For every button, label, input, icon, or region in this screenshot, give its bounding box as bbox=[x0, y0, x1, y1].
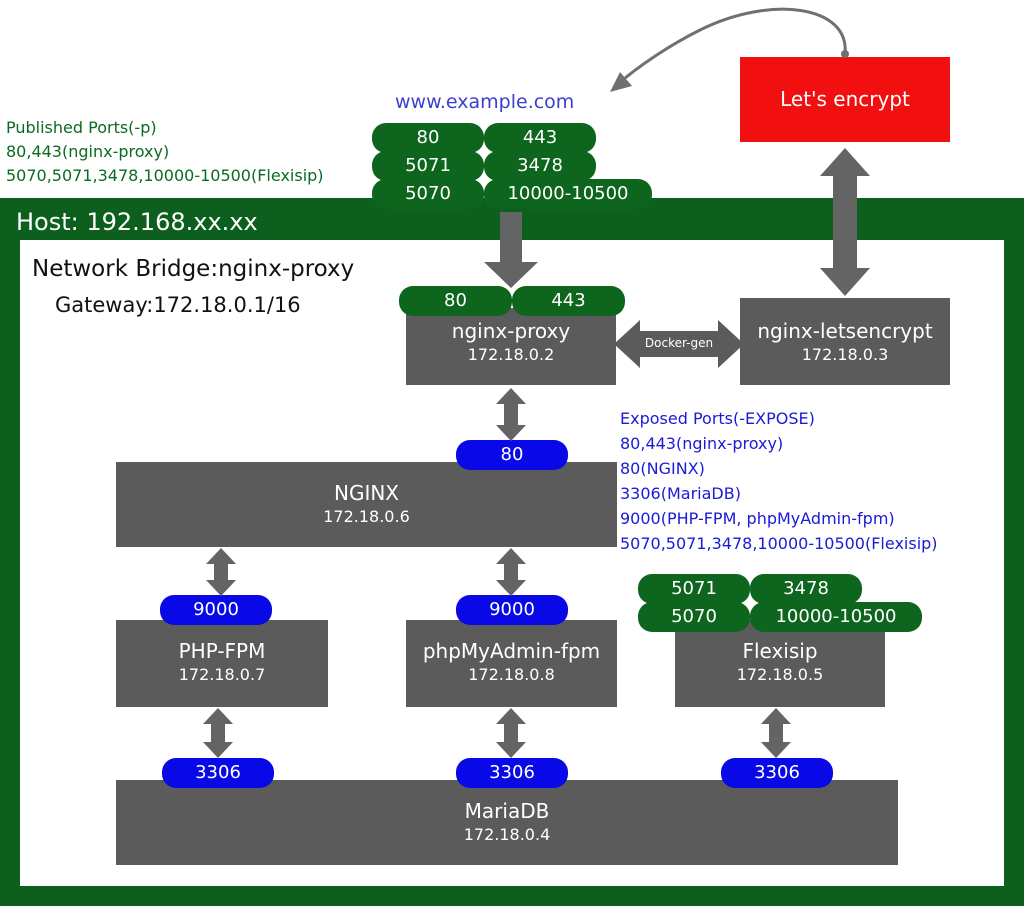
published-port-pill: 10000-10500 bbox=[484, 179, 652, 209]
exposed-ports-line: 80,443(nginx-proxy) bbox=[620, 434, 784, 453]
phpmyadmin-port-pill: 9000 bbox=[456, 595, 568, 625]
arrow-origin-dot bbox=[841, 50, 849, 58]
double-arrow bbox=[761, 708, 791, 758]
container-ip: 172.18.0.7 bbox=[178, 665, 266, 684]
published-port-pill: 3478 bbox=[484, 151, 596, 181]
published-port-pill: 5071 bbox=[372, 151, 484, 181]
container-ip: 172.18.0.4 bbox=[463, 825, 551, 844]
double-arrow bbox=[496, 708, 526, 758]
container-ip: 172.18.0.5 bbox=[736, 665, 824, 684]
double-arrow bbox=[496, 388, 526, 441]
letsencrypt-box: Let's encrypt bbox=[740, 57, 950, 142]
container-ip: 172.18.0.6 bbox=[323, 507, 410, 526]
flexisip-port-pill: 5071 bbox=[638, 574, 750, 604]
double-arrow bbox=[206, 548, 236, 596]
docker-gen-label: Docker-gen bbox=[644, 336, 714, 350]
exposed-ports-line: 80(NGINX) bbox=[620, 459, 705, 478]
bridge-label: Network Bridge:nginx-proxy bbox=[32, 256, 355, 282]
published-ports-line: 5070,5071,3478,10000-10500(Flexisip) bbox=[6, 166, 324, 185]
container-ip: 172.18.0.2 bbox=[467, 345, 555, 364]
docker-gen-double-arrow bbox=[614, 320, 744, 368]
exposed-ports-line: 9000(PHP-FPM, phpMyAdmin-fpm) bbox=[620, 509, 895, 528]
letsencrypt-double-arrow bbox=[820, 148, 870, 296]
published-ports-line: 80,443(nginx-proxy) bbox=[6, 142, 170, 161]
mariadb-box: MariaDB 172.18.0.4 bbox=[116, 780, 898, 865]
flexisip-port-pill: 5070 bbox=[638, 602, 750, 632]
container-name: phpMyAdmin-fpm bbox=[422, 639, 601, 663]
published-port-pill: 5070 bbox=[372, 179, 484, 209]
container-ip: 172.18.0.8 bbox=[468, 665, 555, 684]
mariadb-port-pill: 3306 bbox=[456, 758, 568, 788]
container-name: nginx-letsencrypt bbox=[757, 319, 933, 343]
published-port-pill: 80 bbox=[372, 123, 484, 153]
down-arrow-to-nginx-proxy bbox=[484, 212, 538, 288]
arrow-head bbox=[610, 72, 632, 92]
nginx-letsencrypt-box: nginx-letsencrypt 172.18.0.3 bbox=[740, 298, 950, 385]
php-fpm-box: PHP-FPM 172.18.0.7 bbox=[116, 620, 328, 707]
container-name: MariaDB bbox=[464, 799, 550, 823]
flexisip-port-pill: 3478 bbox=[750, 574, 862, 604]
container-name: nginx-proxy bbox=[451, 319, 571, 343]
letsencrypt-to-domain-arrow bbox=[617, 7, 847, 86]
container-ip: 172.18.0.3 bbox=[801, 345, 889, 364]
nginx-proxy-box: nginx-proxy 172.18.0.2 bbox=[406, 308, 616, 385]
published-port-pill: 443 bbox=[484, 123, 596, 153]
flexisip-port-pill: 10000-10500 bbox=[750, 602, 922, 632]
nginx-proxy-port-pill: 443 bbox=[512, 286, 625, 316]
published-ports-title: Published Ports(-p) bbox=[6, 118, 157, 137]
host-label: Host: 192.168.xx.xx bbox=[16, 208, 258, 236]
gateway-label: Gateway:172.18.0.1/16 bbox=[55, 293, 301, 317]
container-name: PHP-FPM bbox=[178, 639, 266, 663]
nginx-proxy-port-pill: 80 bbox=[399, 286, 512, 316]
mariadb-port-pill: 3306 bbox=[162, 758, 274, 788]
php-fpm-port-pill: 9000 bbox=[160, 595, 272, 625]
flexisip-box: Flexisip 172.18.0.5 bbox=[675, 620, 885, 707]
container-name: Flexisip bbox=[742, 639, 818, 663]
container-name: NGINX bbox=[333, 481, 400, 505]
domain-label: www.example.com bbox=[395, 91, 575, 113]
nginx-port-pill: 80 bbox=[456, 440, 568, 470]
double-arrow bbox=[203, 708, 233, 758]
phpmyadmin-box: phpMyAdmin-fpm 172.18.0.8 bbox=[406, 620, 617, 707]
mariadb-port-pill: 3306 bbox=[721, 758, 833, 788]
nginx-box: NGINX 172.18.0.6 bbox=[116, 462, 617, 547]
exposed-ports-line: 5070,5071,3478,10000-10500(Flexisip) bbox=[620, 534, 938, 553]
double-arrow bbox=[496, 548, 526, 596]
exposed-ports-line: 3306(MariaDB) bbox=[620, 484, 741, 503]
exposed-ports-title: Exposed Ports(-EXPOSE) bbox=[620, 409, 815, 428]
